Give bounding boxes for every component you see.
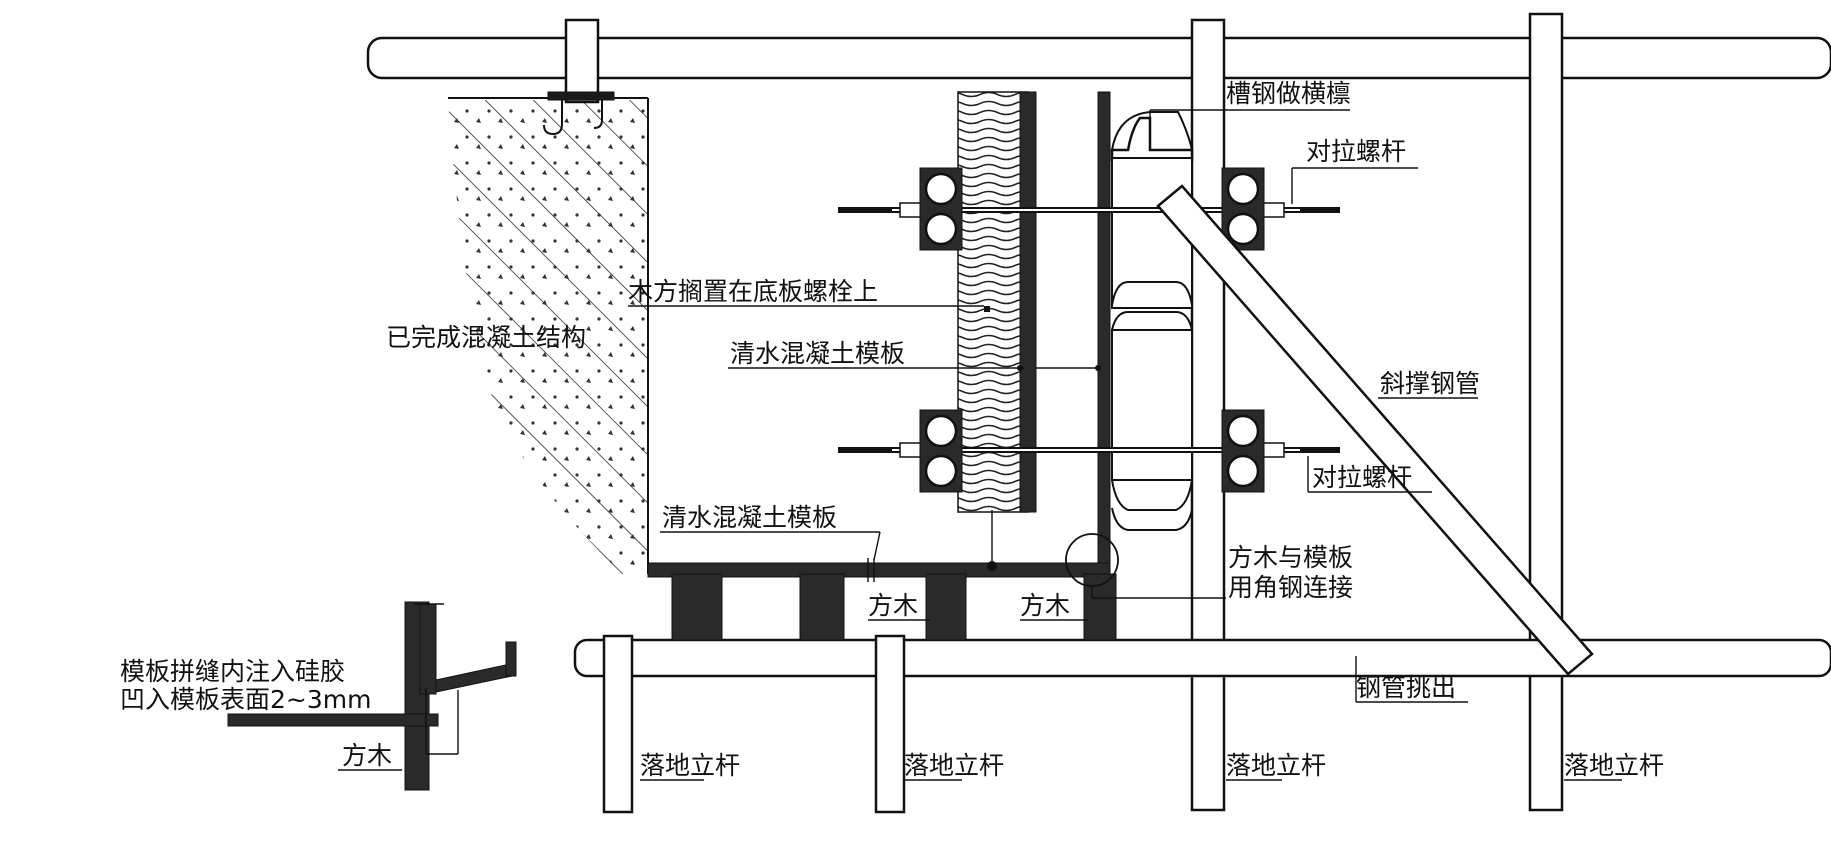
- upright-pole-c: [602, 634, 634, 814]
- upright-pole-a: [1190, 18, 1226, 812]
- wall-formwork: [957, 91, 1111, 583]
- label-upright-1: 落地立杆: [640, 751, 740, 780]
- label-timber-1: 方木: [868, 591, 918, 620]
- label-fair-faced-formwork-mid: 清水混凝土模板: [730, 339, 905, 368]
- label-tie-bolt-top: 对拉螺杆: [1306, 137, 1406, 166]
- label-tie-bolt-bottom: 对拉螺杆: [1312, 463, 1412, 492]
- leader-lines: [338, 109, 1622, 781]
- completed-concrete-structure: [448, 97, 649, 574]
- label-silicone-2: 凹入模板表面2~3mm: [120, 685, 371, 714]
- labels: 槽钢做横檩 对拉螺杆 木方搁置在底板螺栓上 已完成混凝土结构 清水混凝土模板 斜…: [120, 79, 1664, 780]
- label-fair-faced-formwork-bottom: 清水混凝土模板: [662, 503, 837, 532]
- top-steel-pipe: [366, 36, 1831, 80]
- label-upright-2: 落地立杆: [904, 751, 1004, 780]
- upright-pole-d: [874, 634, 906, 814]
- label-upright-3: 落地立杆: [1226, 751, 1326, 780]
- label-completed-structure: 已完成混凝土结构: [386, 323, 586, 352]
- tie-bolt-lower: [838, 409, 1340, 493]
- slab-formwork: [647, 510, 1117, 641]
- channel-steel-purlins: [1110, 111, 1194, 531]
- label-upright-4: 落地立杆: [1564, 751, 1664, 780]
- bottom-steel-pipe: [573, 638, 1831, 678]
- label-timber-2: 方木: [1020, 591, 1070, 620]
- upright-pole-b: [1528, 12, 1564, 812]
- label-channel-purlin: 槽钢做横檩: [1226, 79, 1351, 108]
- label-steel-pipe-out: 钢管挑出: [1356, 673, 1456, 702]
- label-angle-connection-1: 方木与模板: [1228, 543, 1353, 572]
- silicone-joint-detail: [227, 601, 517, 791]
- label-angle-connection-2: 用角钢连接: [1228, 573, 1353, 602]
- label-timber-on-bolt: 木方搁置在底板螺栓上: [628, 277, 878, 306]
- label-timber-detail: 方木: [342, 741, 392, 770]
- top-stub-post: [543, 18, 615, 136]
- diagonal-brace-pipe: [1156, 184, 1594, 676]
- label-diagonal-brace: 斜撑钢管: [1380, 369, 1480, 398]
- tie-bolt-upper: [838, 167, 1340, 251]
- label-silicone-1: 模板拼缝内注入硅胶: [120, 657, 345, 686]
